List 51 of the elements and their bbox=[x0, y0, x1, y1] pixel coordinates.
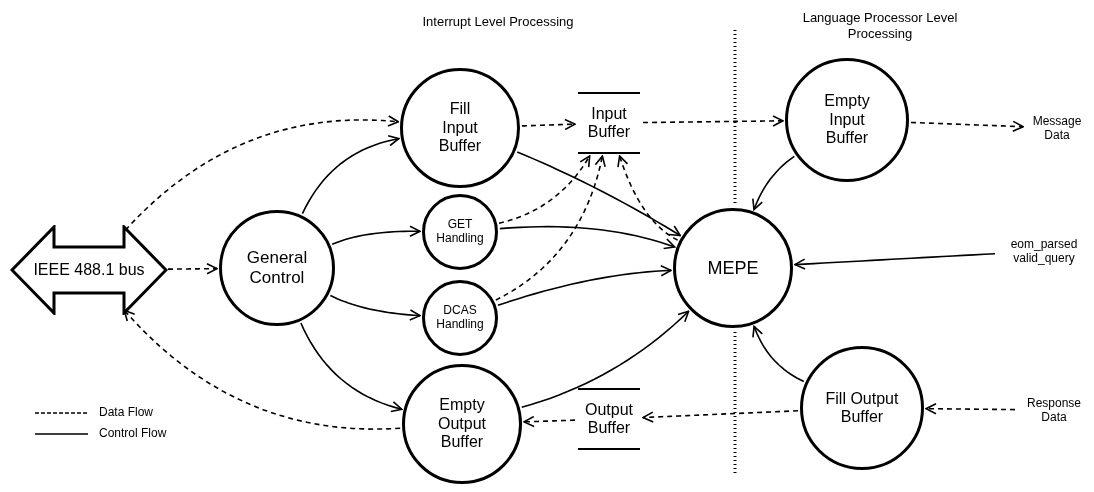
control-flow-arrow bbox=[329, 294, 421, 321]
process-circle bbox=[422, 194, 498, 270]
data-flow-arrow bbox=[124, 115, 400, 231]
control-flow-arrow bbox=[794, 252, 996, 270]
section-heading: Interrupt Level Processing bbox=[421, 14, 575, 30]
process-label: Empty Input Buffer bbox=[823, 92, 871, 148]
flow-label: Response Data bbox=[1018, 390, 1090, 430]
control-flow-arrow bbox=[752, 325, 805, 383]
data-flow-arrow bbox=[642, 115, 784, 127]
process-circle bbox=[673, 208, 793, 328]
control-flow-arrow bbox=[520, 310, 690, 409]
data-flow-arrow bbox=[494, 155, 606, 301]
process-circle bbox=[800, 346, 924, 470]
data-flow-arrow bbox=[910, 120, 1024, 133]
data-flow-arrow bbox=[617, 155, 679, 241]
control-flow-arrow bbox=[331, 225, 421, 246]
data-flow-arrow bbox=[167, 262, 218, 275]
legend-label: Control Flow bbox=[99, 426, 167, 441]
data-flow-arrow bbox=[642, 409, 799, 423]
process-label: Fill Input Buffer bbox=[437, 100, 483, 156]
store-label: Input Buffer bbox=[586, 104, 632, 142]
process-circle bbox=[400, 68, 520, 188]
section-heading: Language Processor Level Processing bbox=[801, 10, 959, 42]
control-flow-arrow bbox=[752, 155, 796, 211]
process-label: Fill Output Buffer bbox=[824, 389, 900, 427]
process-label: MEPE bbox=[706, 257, 760, 279]
control-flow-arrow bbox=[499, 225, 676, 250]
flow-label: Message Data bbox=[1026, 108, 1088, 148]
process-circle bbox=[422, 280, 498, 356]
data-store bbox=[578, 388, 640, 450]
process-label: DCAS Handling bbox=[435, 304, 485, 332]
process-label: Empty Output Buffer bbox=[437, 396, 487, 452]
control-flow-arrow bbox=[300, 322, 403, 413]
process-label: General Control bbox=[245, 248, 309, 288]
control-flow-arrow bbox=[516, 151, 681, 237]
data-flow-arrow bbox=[925, 402, 1016, 415]
legend-label: Data Flow bbox=[99, 405, 154, 420]
flow-label: eom_parsed valid_query bbox=[998, 231, 1090, 271]
data-flow-arrow bbox=[521, 118, 576, 131]
store-label: Output Buffer bbox=[584, 400, 634, 438]
data-store bbox=[578, 92, 640, 154]
process-circle bbox=[402, 364, 522, 484]
control-flow-arrow bbox=[301, 134, 400, 215]
data-flow-arrow bbox=[498, 155, 591, 224]
bus-label: IEEE 488.1 bus bbox=[33, 260, 145, 280]
control-flow-arrow bbox=[497, 265, 672, 307]
process-circle bbox=[219, 210, 335, 326]
process-circle bbox=[785, 58, 909, 182]
data-flow-arrow bbox=[523, 415, 576, 428]
process-label: GET Handling bbox=[435, 218, 485, 246]
data-flow-arrow bbox=[123, 309, 401, 430]
